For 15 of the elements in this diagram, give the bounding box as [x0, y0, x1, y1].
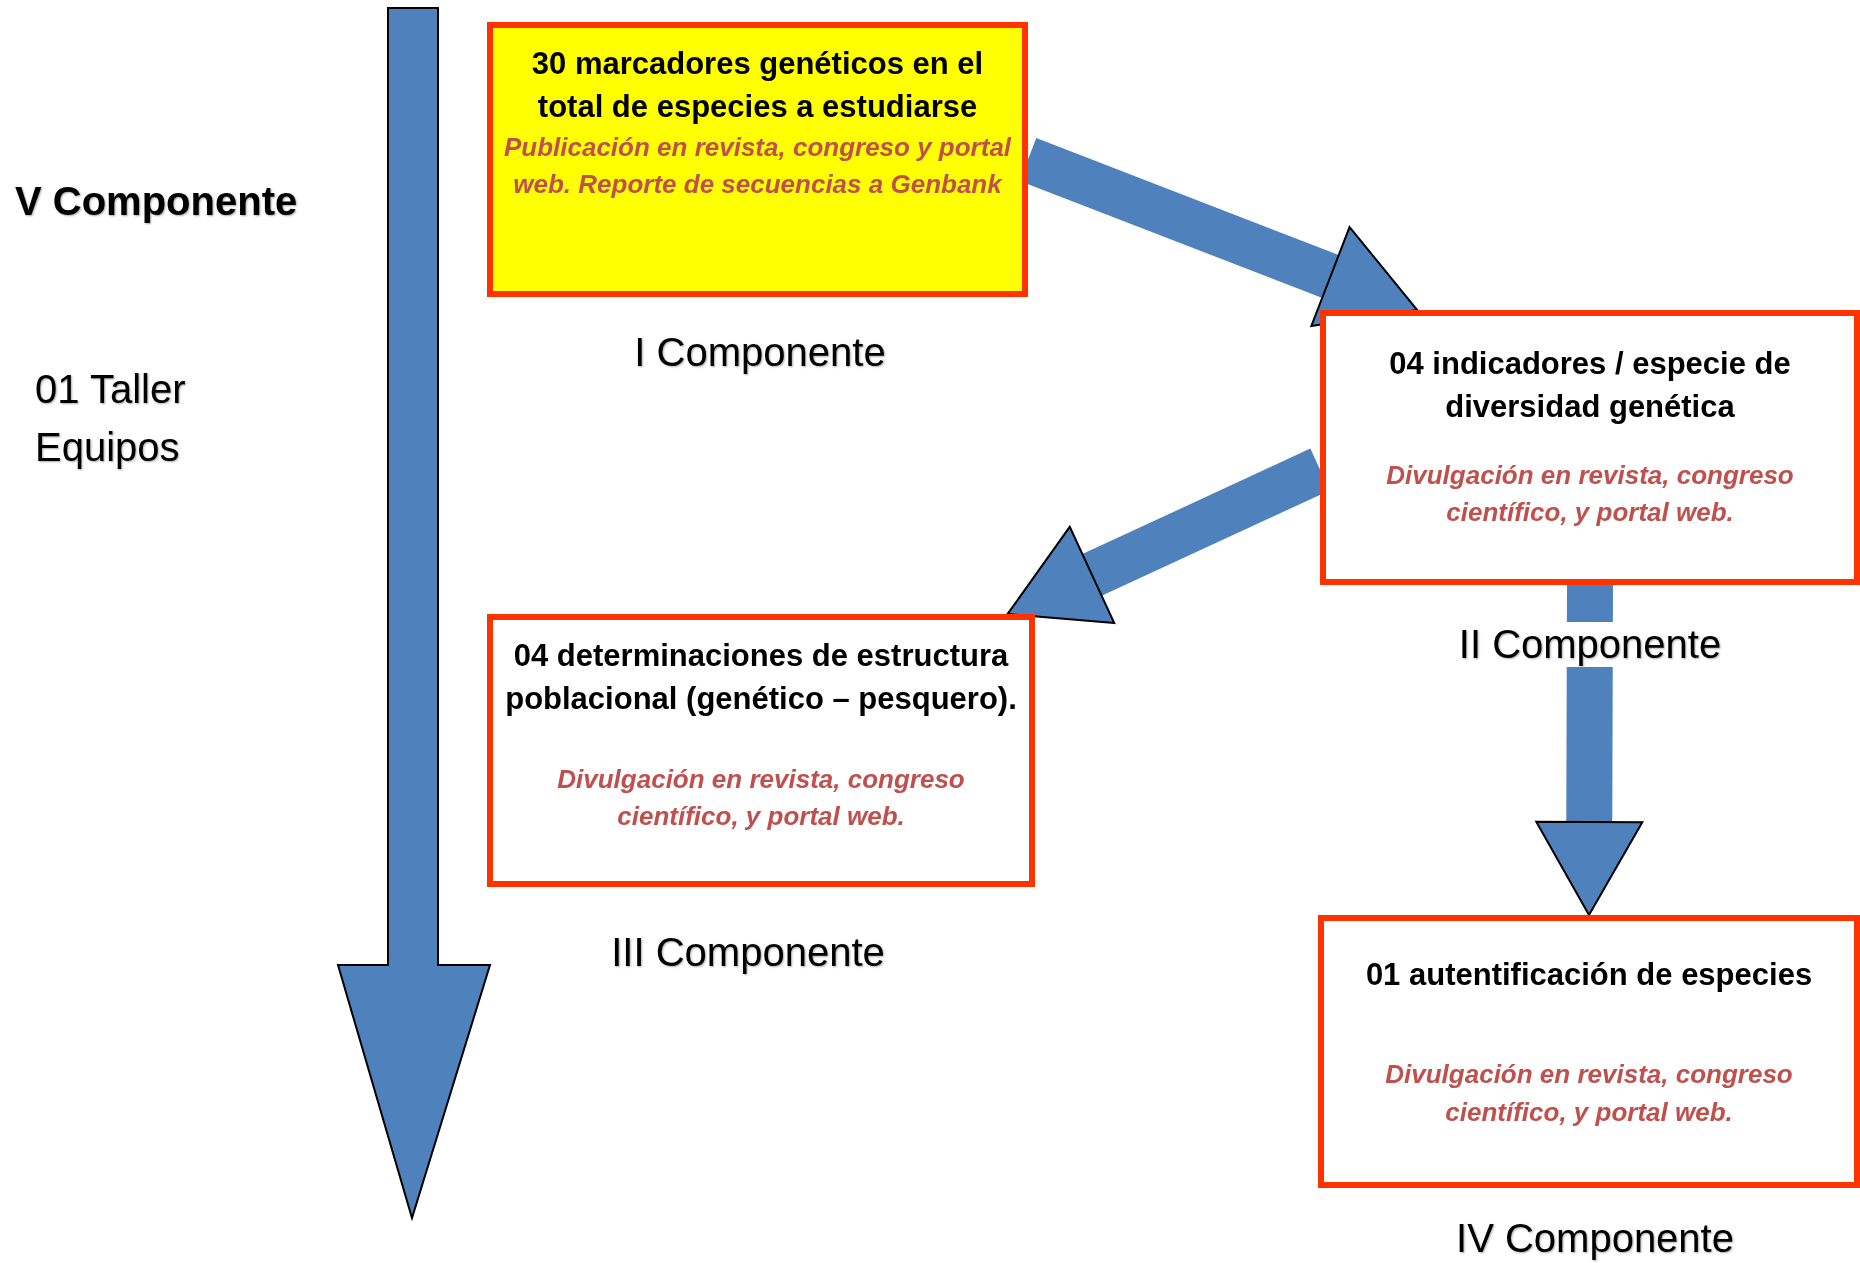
- box-note: Divulgación en revista, congreso científico, y portal web.: [1385, 458, 1795, 530]
- result-box: [1320, 310, 1860, 585]
- result-box: [487, 614, 1035, 887]
- box-heading: 04 determinaciones de estructura poblacional (genético – pesquero).: [504, 637, 1018, 719]
- box-note: Divulgación en revista, congreso científico, y portal web.: [1384, 1058, 1794, 1130]
- section-heading: V Componente: [15, 178, 298, 225]
- result-box: [487, 22, 1028, 297]
- box-heading: 30 marcadores genéticos en el total de especies a estudiarse: [530, 45, 985, 127]
- box-note: Publicación en revista, congreso y portal web. Reporte de secuencias a Genbank: [503, 130, 1012, 202]
- box-heading: 01 autentificación de especies: [1365, 956, 1813, 994]
- result-box: [1318, 915, 1860, 1188]
- box-heading: 04 indicadores / especie de diversidad genética: [1388, 345, 1792, 427]
- box-note: Divulgación en revista, congreso científico, y portal web.: [556, 762, 966, 834]
- note-text: 01 Taller Equipos: [35, 366, 187, 471]
- block-arrow: [1535, 584, 1644, 916]
